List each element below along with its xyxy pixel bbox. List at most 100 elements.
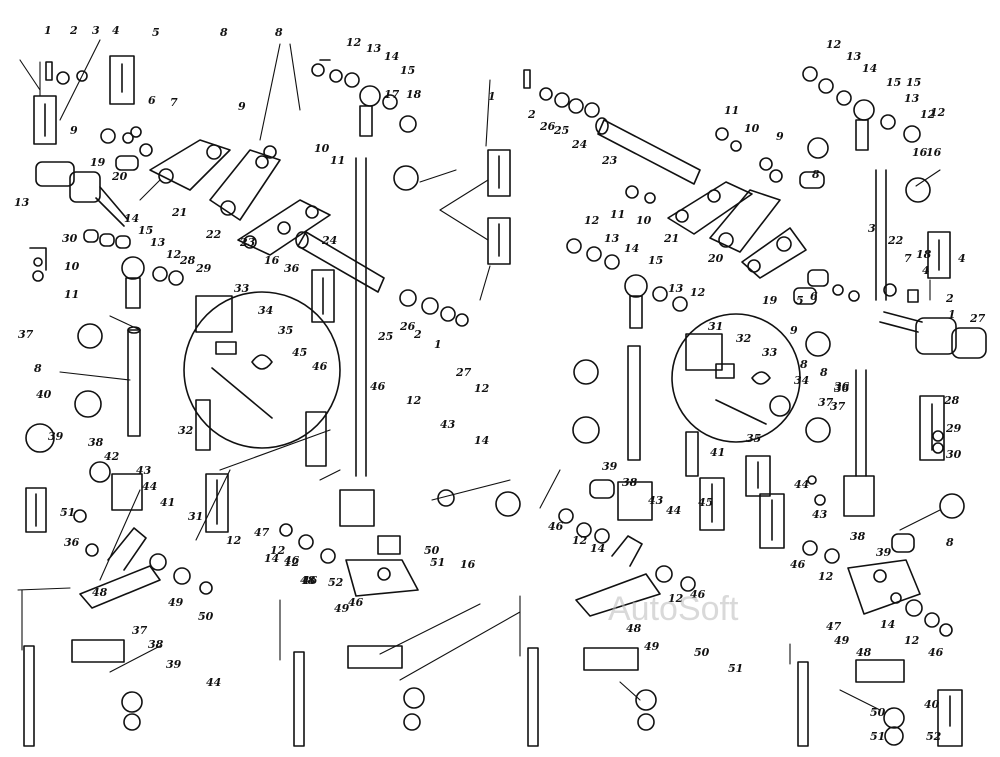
callout-number: 14 [474, 434, 489, 447]
callout-number: 22 [887, 234, 904, 247]
callout-number: 34 [794, 374, 809, 387]
callout-number: 51 [60, 506, 75, 519]
callout-number: 6 [148, 94, 156, 107]
part-23-shaft-right [595, 117, 701, 185]
callout-number: 13 [904, 92, 920, 105]
callout-number: 12 [690, 286, 706, 299]
callout-number: 51 [430, 556, 445, 569]
callout-number: 12 [166, 248, 182, 261]
callout-number: 27 [455, 366, 472, 379]
callout-number: 10 [314, 142, 330, 155]
callout-number: 44 [794, 478, 809, 491]
callout-number: 36 [64, 536, 80, 549]
callout-number: 7 [170, 96, 178, 109]
callout-number: 9 [776, 130, 784, 143]
callout-number: 9 [790, 324, 798, 337]
callout-number: 46 [284, 554, 300, 567]
callout-number: 48 [92, 586, 108, 599]
callout-number: 12 [920, 108, 936, 121]
callout-number: 14 [124, 212, 139, 225]
callout-number: 6 [810, 290, 818, 303]
callout-number: 50 [424, 544, 440, 557]
callout-number: 23 [601, 154, 618, 167]
lever-21-right [667, 181, 753, 235]
callout-number: 8 [820, 366, 828, 379]
callout-number: 25 [377, 330, 393, 343]
callout-number: 16 [460, 558, 476, 571]
callout-number: 17 [384, 88, 400, 101]
callout-number: 3 [868, 222, 876, 235]
callout-number: 30 [62, 232, 78, 245]
callout-number: 13 [846, 50, 862, 63]
callout-number: 16 [912, 146, 928, 159]
callout-number: 20 [707, 252, 724, 265]
callout-number: 13 [14, 196, 30, 209]
callout-number: 27 [969, 312, 986, 325]
callout-number: 46 [348, 596, 364, 609]
callout-number: 46 [928, 646, 944, 659]
callout-number: 13 [150, 236, 166, 249]
callout-number: 12 [284, 556, 300, 569]
callout-number: 39 [48, 430, 64, 443]
lever-20 [209, 145, 281, 221]
callout-number: 21 [171, 206, 187, 219]
callout-number: 12 [346, 36, 362, 49]
callout-number: 32 [178, 424, 194, 437]
callout-number: 39 [602, 460, 618, 473]
callout-number: 45 [698, 496, 713, 509]
callout-number: 15 [886, 76, 901, 89]
callout-number: 52 [328, 576, 344, 589]
part-49-pin-left [23, 645, 35, 747]
callout-number: 30 [946, 448, 962, 461]
callout-number: 43 [812, 508, 828, 521]
callout-number: 34 [258, 304, 273, 317]
callout-number: 37 [18, 328, 34, 341]
callout-number: 14 [264, 552, 279, 565]
part-36-rod [127, 326, 141, 437]
callout-number: 31 [188, 510, 203, 523]
callout-number: 38 [622, 476, 638, 489]
part-42-bracket-left [79, 527, 161, 609]
callout-number: 14 [880, 618, 895, 631]
callout-number: 8 [34, 362, 42, 375]
callout-number: 37 [830, 400, 846, 413]
callout-number: 38 [850, 530, 866, 543]
callout-number: 20 [111, 170, 128, 183]
lever-19-right [741, 227, 807, 279]
callout-number: 44 [666, 504, 681, 517]
part-48-block-right [583, 647, 639, 671]
callout-number: 33 [234, 282, 250, 295]
part-36-rod-right [855, 169, 887, 477]
callout-number: 19 [762, 294, 778, 307]
part-27-shaft [35, 161, 129, 227]
callout-number: 47 [254, 526, 270, 539]
part-48-block-right2 [855, 659, 905, 683]
callout-number: 14 [384, 50, 399, 63]
callout-number: 12 [826, 38, 842, 51]
callout-number: 24 [321, 234, 337, 247]
callout-number: 11 [330, 154, 345, 167]
callout-number: 10 [636, 214, 652, 227]
callout-number: 10 [744, 122, 760, 135]
callout-number: 48 [856, 646, 872, 659]
callout-number: 12 [818, 570, 834, 583]
callout-number: 46 [790, 558, 806, 571]
callout-number: 36 [834, 382, 850, 395]
callout-number: 2 [413, 328, 422, 341]
callout-number: 14 [590, 542, 605, 555]
callout-number: 16 [926, 146, 942, 159]
lever-19 [149, 139, 231, 191]
rod-end-top-center [359, 85, 381, 137]
callout-number: 10 [64, 260, 80, 273]
callout-number: 50 [694, 646, 710, 659]
callout-number: 35 [278, 324, 293, 337]
callout-number: 46 [548, 520, 564, 533]
callout-number: 8 [812, 168, 820, 181]
callout-number: 28 [943, 394, 960, 407]
callout-number: 41 [710, 446, 725, 459]
callout-number: 2 [69, 24, 78, 37]
callout-number: 12 [406, 394, 422, 407]
part-27-shaft-right [879, 311, 987, 359]
callout-number: 11 [610, 208, 625, 221]
